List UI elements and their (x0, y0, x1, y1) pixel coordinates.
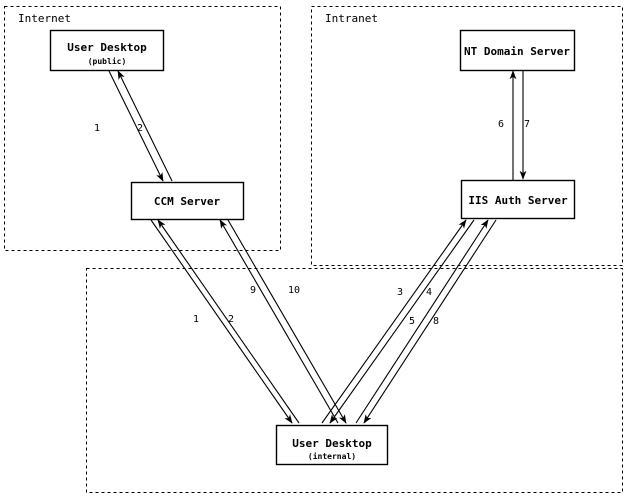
flow-internal-desktop-iis-a (321, 219, 475, 424)
flow-line-step-5 (355, 219, 489, 424)
node-ccm-server[interactable]: CCM Server (130, 181, 245, 221)
step-label-3: 3 (397, 287, 403, 298)
node-box-user-desktop-internal[interactable] (275, 424, 389, 466)
flow-line-step-8 (363, 219, 497, 424)
step-label-group: 1 2 6 7 9 10 1 2 3 4 5 8 (94, 119, 530, 327)
node-user-desktop-public[interactable]: User Desktop (public) (49, 29, 165, 72)
node-title-iis-auth-server: IIS Auth Server (468, 194, 568, 207)
flow-public-desktop-ccm (108, 70, 173, 182)
step-label-9: 9 (250, 285, 256, 296)
node-title-user-desktop-internal: User Desktop (292, 437, 372, 450)
step-label-7: 7 (524, 119, 530, 130)
node-nt-domain-server[interactable]: NT Domain Server (459, 29, 576, 72)
flow-iis-ntdomain (509, 70, 527, 180)
step-label-10: 10 (288, 285, 300, 296)
flow-line-step-4 (329, 219, 475, 424)
flow-ccm-internal-desktop-a (150, 219, 300, 424)
flow-line-step-1-lower (150, 219, 293, 424)
node-box-user-desktop-public[interactable] (49, 29, 165, 72)
zone-intranet-boundary (311, 6, 623, 266)
node-iis-auth-server[interactable]: IIS Auth Server (460, 179, 576, 220)
step-label-4: 4 (426, 287, 432, 298)
flow-line-step-1 (108, 70, 164, 182)
step-label-1-top: 1 (94, 123, 100, 134)
node-box-iis-auth-server[interactable] (460, 179, 576, 220)
node-subtitle-user-desktop-internal: (internal) (308, 451, 356, 461)
node-title-ccm-server: CCM Server (154, 195, 221, 208)
step-label-6: 6 (498, 119, 504, 130)
flow-line-step-2-lower (157, 219, 300, 424)
flow-internal-desktop-iis-b (355, 219, 497, 424)
node-title-nt-domain-server: NT Domain Server (464, 45, 570, 58)
step-label-2-bottom: 2 (228, 314, 234, 325)
step-label-1-bottom: 1 (193, 314, 199, 325)
zone-internet-boundary (4, 6, 281, 251)
zone-group: Internet Intranet (4, 6, 623, 493)
flow-line-step-10 (227, 219, 347, 424)
zone-internal-lan-boundary (86, 268, 623, 493)
zone-intranet-label: Intranet (325, 12, 378, 25)
flow-internal-desktop-ccm-b (219, 219, 347, 424)
step-label-5: 5 (409, 316, 415, 327)
flow-line-step-2 (117, 70, 173, 182)
node-title-user-desktop-public: User Desktop (67, 41, 147, 54)
step-label-2-top: 2 (137, 123, 143, 134)
step-label-8: 8 (433, 316, 439, 327)
flow-line-step-3 (321, 219, 467, 424)
node-box-nt-domain-server[interactable] (459, 29, 576, 72)
flow-line-step-9 (219, 219, 339, 424)
node-box-ccm-server[interactable] (130, 181, 245, 221)
node-user-desktop-internal[interactable]: User Desktop (internal) (275, 424, 389, 466)
node-subtitle-user-desktop-public: (public) (88, 56, 127, 66)
zone-internet-label: Internet (18, 12, 71, 25)
